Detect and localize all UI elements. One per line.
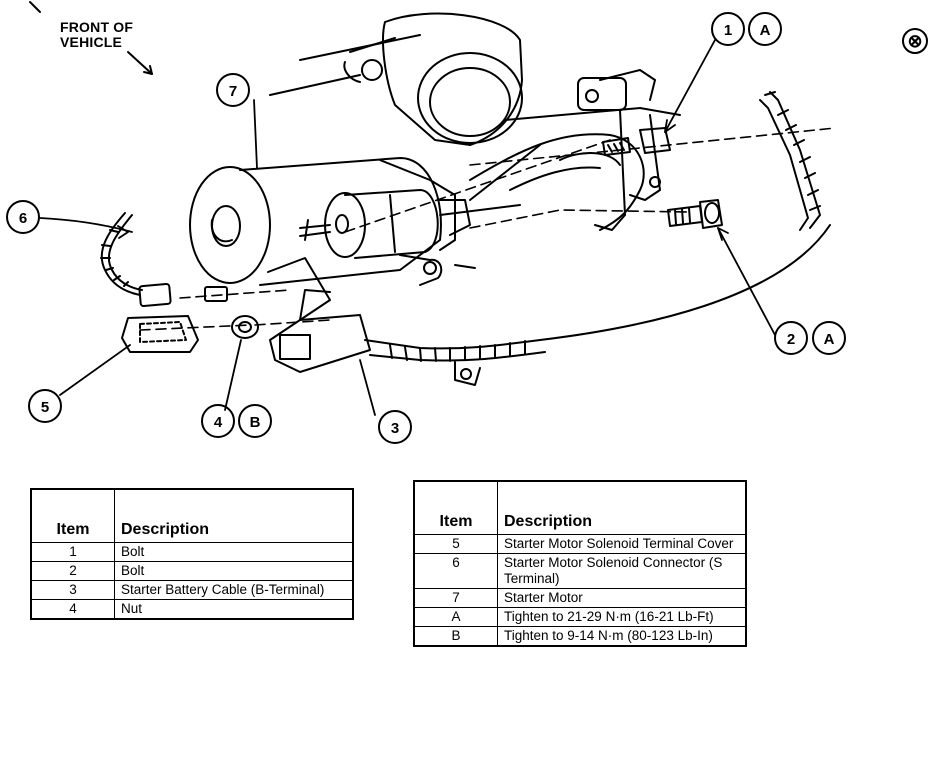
item-column-header: Item bbox=[413, 480, 498, 535]
callout-6: 6 bbox=[6, 200, 40, 234]
svg-text:B: B bbox=[250, 414, 261, 431]
table-row: 4 Nut bbox=[30, 599, 354, 620]
item-description: Bolt bbox=[114, 561, 354, 581]
items-table-right: Item Description 5 Starter Motor Solenoi… bbox=[413, 480, 747, 647]
table-row: B Tighten to 9-14 N·m (80-123 Lb-In) bbox=[413, 626, 747, 647]
svg-text:A: A bbox=[824, 331, 835, 348]
svg-text:1: 1 bbox=[724, 22, 732, 39]
item-description: Starter Battery Cable (B-Terminal) bbox=[114, 580, 354, 600]
engine-canister bbox=[269, 12, 523, 146]
item-number: 6 bbox=[413, 553, 498, 589]
starter-motor bbox=[189, 157, 476, 286]
item-description: Starter Motor Solenoid Terminal Cover bbox=[497, 534, 747, 554]
item-number: 1 bbox=[30, 542, 115, 562]
table-header-row: Item Description bbox=[30, 488, 354, 543]
svg-text:4: 4 bbox=[214, 414, 223, 431]
callout-5: 5 bbox=[28, 389, 62, 423]
bolt-1 bbox=[602, 127, 671, 156]
leader-lines bbox=[39, 39, 776, 416]
svg-text:A: A bbox=[760, 22, 771, 39]
item-description: Starter Motor bbox=[497, 588, 747, 608]
table-row: 1 Bolt bbox=[30, 542, 354, 562]
svg-text:3: 3 bbox=[391, 420, 399, 437]
table-row: A Tighten to 21-29 N·m (16-21 Lb-Ft) bbox=[413, 607, 747, 627]
starter-motor-diagram: 7 6 5 4 B 3 1 A 2 A bbox=[6, 1, 846, 444]
item-number: A bbox=[413, 607, 498, 627]
table-row: 2 Bolt bbox=[30, 561, 354, 581]
items-table-left: Item Description 1 Bolt 2 Bolt 3 Starter… bbox=[30, 488, 354, 620]
svg-text:5: 5 bbox=[41, 399, 49, 416]
starter-solenoid bbox=[299, 189, 439, 259]
table-header-row: Item Description bbox=[413, 480, 747, 535]
callout-4: 4 bbox=[201, 404, 235, 438]
table-row: 7 Starter Motor bbox=[413, 588, 747, 608]
table-row: 3 Starter Battery Cable (B-Terminal) bbox=[30, 580, 354, 600]
item-number: 7 bbox=[413, 588, 498, 608]
svg-text:7: 7 bbox=[229, 83, 237, 100]
terminal-nut bbox=[231, 315, 259, 339]
front-of-vehicle-label: FRONT OF VEHICLE bbox=[60, 20, 133, 50]
front-arrow-icon bbox=[29, 1, 153, 75]
solenoid-terminal-cover bbox=[121, 315, 199, 353]
description-column-header: Description bbox=[114, 488, 354, 543]
starter-battery-cable bbox=[267, 224, 831, 386]
item-number: 4 bbox=[30, 599, 115, 620]
item-number: 3 bbox=[30, 580, 115, 600]
callout-3: 3 bbox=[378, 410, 412, 444]
callout-4-b: B bbox=[238, 404, 272, 438]
front-label-line2: VEHICLE bbox=[60, 34, 123, 50]
table-row: 5 Starter Motor Solenoid Terminal Cover bbox=[413, 534, 747, 554]
alignment-lines bbox=[139, 127, 836, 331]
front-label-line1: FRONT OF bbox=[60, 19, 134, 35]
item-column-header: Item bbox=[30, 488, 115, 543]
item-description: Tighten to 21-29 N·m (16-21 Lb-Ft) bbox=[497, 607, 747, 627]
item-description: Nut bbox=[114, 599, 354, 620]
callout-7: 7 bbox=[216, 73, 250, 107]
close-icon[interactable]: ⊗ bbox=[902, 28, 928, 54]
description-column-header: Description bbox=[497, 480, 747, 535]
item-description: Starter Motor Solenoid Connector (S Term… bbox=[497, 553, 747, 589]
item-description: Tighten to 9-14 N·m (80-123 Lb-In) bbox=[497, 626, 747, 647]
item-number: 5 bbox=[413, 534, 498, 554]
item-number: 2 bbox=[30, 561, 115, 581]
callout-2-a: A bbox=[812, 321, 846, 355]
item-description: Bolt bbox=[114, 542, 354, 562]
callout-1: 1 bbox=[711, 12, 745, 46]
callout-2: 2 bbox=[774, 321, 808, 355]
engine-harness bbox=[759, 91, 821, 231]
callout-1-a: A bbox=[748, 12, 782, 46]
table-row: 6 Starter Motor Solenoid Connector (S Te… bbox=[413, 553, 747, 589]
item-number: B bbox=[413, 626, 498, 647]
bolt-2 bbox=[667, 199, 723, 229]
svg-text:6: 6 bbox=[19, 210, 27, 227]
svg-text:2: 2 bbox=[787, 331, 795, 348]
